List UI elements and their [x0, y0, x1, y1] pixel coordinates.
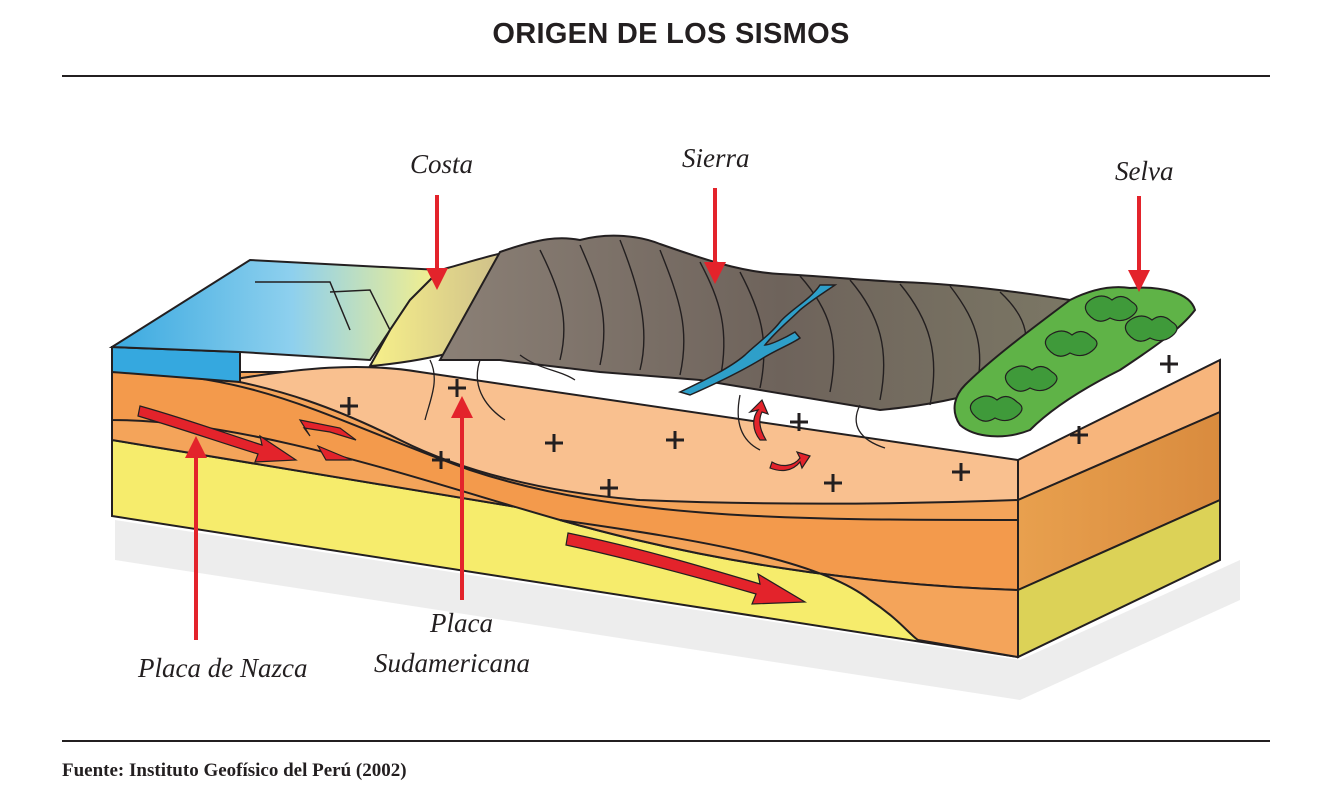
plus-marker	[1160, 355, 1178, 373]
plus-marker	[600, 479, 618, 497]
fault-arrow-up	[298, 419, 357, 441]
fault-arrow-down	[316, 444, 353, 461]
label-selva: Selva	[1115, 156, 1174, 186]
bottom-divider	[62, 740, 1270, 742]
plus-marker	[340, 397, 358, 415]
plus-marker	[666, 431, 684, 449]
plus-marker	[432, 451, 450, 469]
right-face	[1017, 358, 1221, 659]
slab-motion-arrow	[565, 532, 808, 605]
right-mantle	[1017, 498, 1221, 659]
label-costa: Costa	[410, 149, 474, 179]
sierra-pointer	[704, 188, 726, 284]
ground-shadow	[115, 520, 1240, 700]
source-note: Fuente: Instituto Geofísico del Perú (20…	[62, 760, 407, 781]
label-placa-nazca: Placa de Nazca	[138, 653, 308, 683]
river	[677, 284, 838, 396]
top-divider	[62, 75, 1270, 77]
fold-arrow-right	[769, 451, 811, 472]
plate-motion-arrows	[137, 398, 811, 605]
label-sierra: Sierra	[682, 143, 750, 173]
nazca-pointer	[185, 436, 207, 640]
sudamericana-pointer	[451, 396, 473, 600]
top-surface	[108, 234, 1197, 438]
plus-marker	[1070, 426, 1088, 444]
label-pointers	[185, 188, 1150, 640]
plus-marker	[824, 474, 842, 492]
compression-markers	[340, 355, 1178, 497]
plus-marker	[448, 379, 466, 397]
plus-marker	[952, 463, 970, 481]
page-title: ORIGEN DE LOS SISMOS	[492, 18, 850, 50]
plus-marker	[790, 413, 808, 431]
fold-arrow-left	[748, 398, 770, 441]
costa-pointer	[426, 195, 448, 290]
label-placa-sudamericana-line2: Sudamericana	[374, 648, 530, 678]
plus-marker	[545, 434, 563, 452]
continental-crust	[229, 365, 1019, 505]
label-placa-sudamericana-line1: Placa	[430, 608, 493, 638]
lower-slab	[559, 519, 1019, 659]
nazca-motion-arrow	[137, 405, 298, 463]
selva-pointer	[1128, 196, 1150, 292]
